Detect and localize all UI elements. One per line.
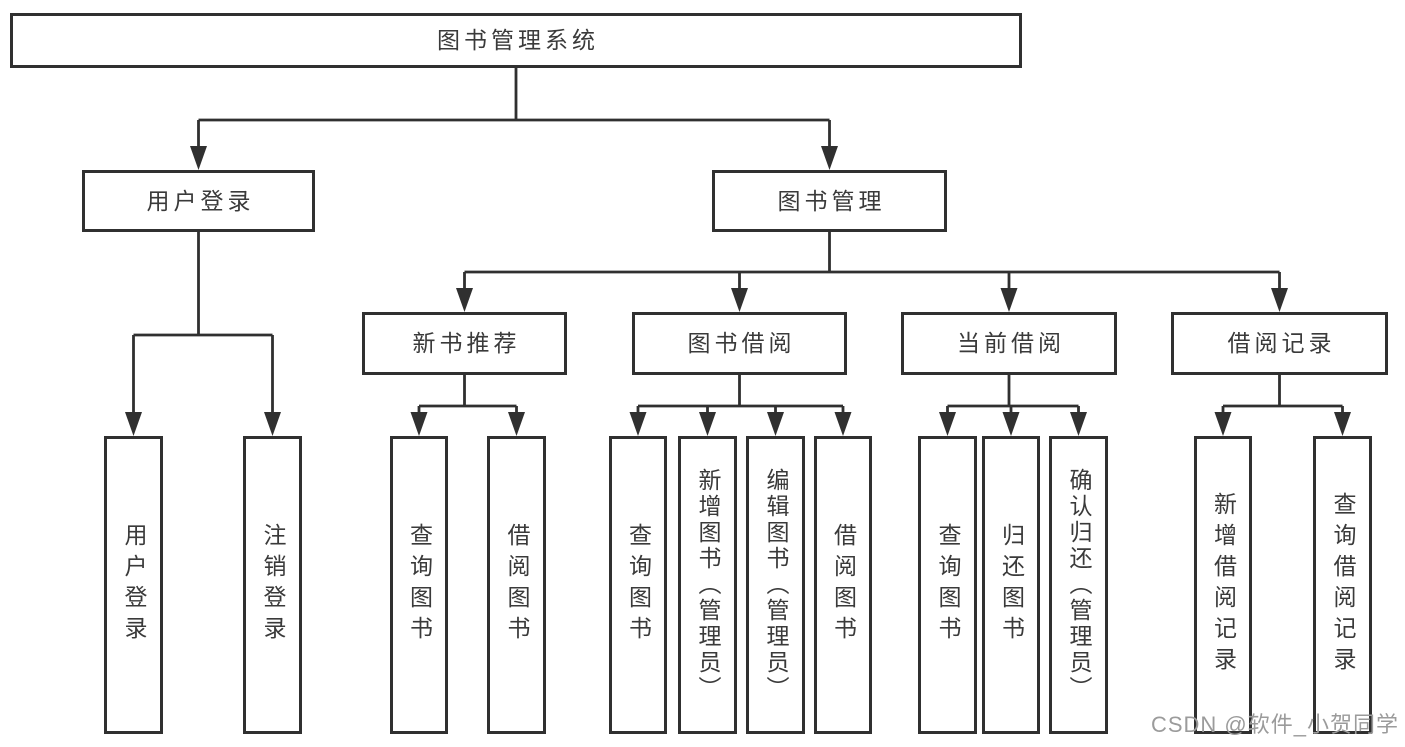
node-label: 查询图书 [406,523,433,647]
arrow-down-icon [1214,412,1232,436]
arrow-down-icon [939,412,956,436]
connector-root-to-level2 [197,67,831,150]
leaf-logout: 注销登录 [243,436,302,734]
node-label: 借阅记录 [1227,330,1336,356]
connector-book-mgmt-children [463,231,1281,292]
node-label: 注销登录 [260,523,286,647]
arrow-down-icon [834,412,852,436]
arrow-down-icon [1334,412,1351,436]
arrow-down-icon [731,288,748,312]
leaf-return-books: 归还图书 [982,436,1040,734]
arrow-down-icon [410,412,428,436]
node-user-login: 用户登录 [82,170,315,232]
node-label: 查询借阅记录 [1330,492,1356,678]
arrow-down-icon [264,412,281,436]
node-borrowing-records: 借阅记录 [1171,312,1388,375]
leaf-query-books: 查询图书 [609,436,667,734]
node-book-management: 图书管理 [712,170,947,232]
node-label: 图书管理 [777,187,886,214]
arrow-down-icon [1000,288,1018,312]
arrow-down-icon [1271,288,1288,312]
arrow-down-icon [767,412,784,436]
node-label: 新书推荐 [412,330,521,356]
node-label: 查询图书 [625,523,652,647]
arrow-down-icon [508,412,525,436]
connector-current-borrow-children [946,374,1080,416]
node-label: 归还图书 [998,523,1025,647]
arrow-down-icon [821,146,838,170]
node-label: 查询图书 [935,523,961,647]
leaf-query-books: 查询图书 [390,436,448,734]
node-new-book-recommend: 新书推荐 [362,312,567,375]
node-label: 借阅图书 [504,523,530,647]
arrow-down-icon [125,412,142,436]
csdn-watermark: CSDN @软件_小贺同学 [1150,712,1399,737]
node-current-borrowing: 当前借阅 [901,312,1117,375]
node-label: 新增图书（管理员） [695,468,721,702]
connector-borrow-record-children [1221,374,1344,416]
node-label: 当前借阅 [957,330,1065,356]
arrow-down-icon [1002,412,1020,436]
arrow-down-icon [699,412,716,436]
arrow-down-icon [190,146,207,170]
arrow-down-icon [456,288,473,312]
node-label: 确认归还（管理员） [1066,468,1092,702]
leaf-user-login: 用户登录 [104,436,163,734]
node-label: 用户登录 [121,523,147,647]
arrow-down-icon [629,412,647,436]
leaf-query-borrow-record: 查询借阅记录 [1313,436,1372,734]
connector-new-book-children [417,374,518,416]
arrowheads [125,146,1351,436]
leaf-query-books: 查询图书 [918,436,977,734]
connector-book-borrow-children [636,374,845,416]
leaf-borrow-books: 借阅图书 [487,436,546,734]
node-library-management-system: 图书管理系统 [10,13,1022,68]
leaf-add-borrow-record: 新增借阅记录 [1194,436,1252,734]
node-label: 借阅图书 [830,523,857,647]
leaf-confirm-return-admin: 确认归还（管理员） [1049,436,1108,734]
leaf-borrow-books: 借阅图书 [814,436,872,734]
leaf-edit-books-admin: 编辑图书（管理员） [746,436,805,734]
node-label: 图书管理系统 [437,27,599,53]
node-label: 用户登录 [146,187,255,214]
leaf-add-books-admin: 新增图书（管理员） [678,436,737,734]
node-book-borrowing: 图书借阅 [632,312,847,375]
node-label: 编辑图书（管理员） [763,468,789,702]
node-label: 图书借阅 [687,330,796,356]
node-label: 新增借阅记录 [1210,492,1237,678]
connector-user-login-children [132,231,274,416]
arrow-down-icon [1070,412,1087,436]
